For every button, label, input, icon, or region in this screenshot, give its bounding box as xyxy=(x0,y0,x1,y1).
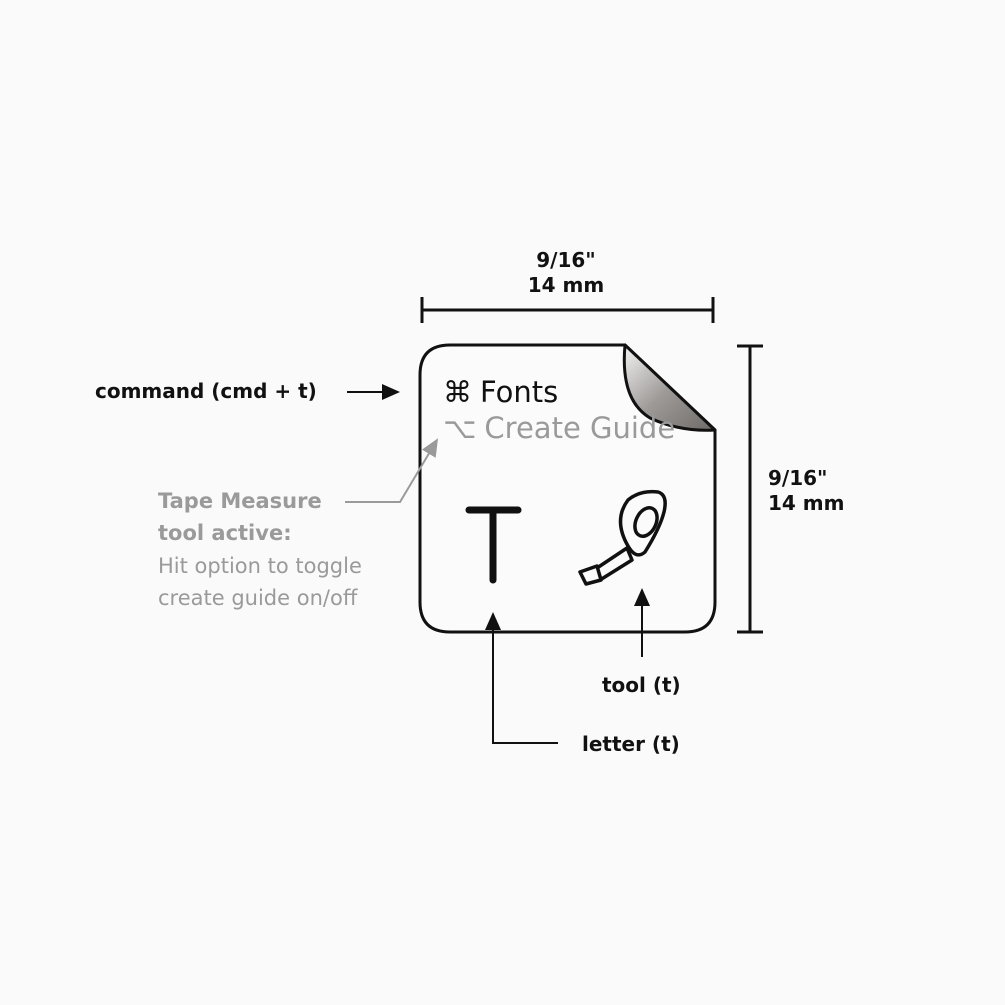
tape-title-line1: Tape Measure xyxy=(158,489,322,513)
svg-text:⌘Fonts: ⌘Fonts xyxy=(443,375,558,409)
svg-text:⌥Create Guide: ⌥Create Guide xyxy=(443,411,675,445)
height-dimension: 9/16" 14 mm xyxy=(737,344,844,634)
tape-desc-line2: create guide on/off xyxy=(158,586,358,610)
letter-annotation: letter (t) xyxy=(582,732,680,756)
tape-measure-icon xyxy=(578,489,667,586)
command-annotation: command (cmd + t) xyxy=(95,379,317,403)
page-curl xyxy=(622,343,717,432)
width-mm-label: 14 mm xyxy=(528,273,604,297)
tape-arrow xyxy=(345,438,439,503)
command-icon: ⌘ xyxy=(443,375,472,409)
keycap: ⌘Fonts ⌥Create Guide xyxy=(418,343,717,634)
height-inch-label: 9/16" xyxy=(768,466,827,490)
width-inch-label: 9/16" xyxy=(536,248,595,272)
tool-annotation: tool (t) xyxy=(602,673,681,697)
width-dimension: 9/16" 14 mm xyxy=(420,248,715,323)
letter-arrow xyxy=(485,612,558,744)
option-icon: ⌥ xyxy=(443,411,476,445)
height-mm-label: 14 mm xyxy=(768,491,844,515)
option-label: Create Guide xyxy=(484,411,675,445)
command-label: Fonts xyxy=(480,375,558,409)
letter-t xyxy=(465,506,522,584)
tape-desc-line1: Hit option to toggle xyxy=(158,554,362,578)
tape-title-line2: tool active: xyxy=(158,521,292,545)
